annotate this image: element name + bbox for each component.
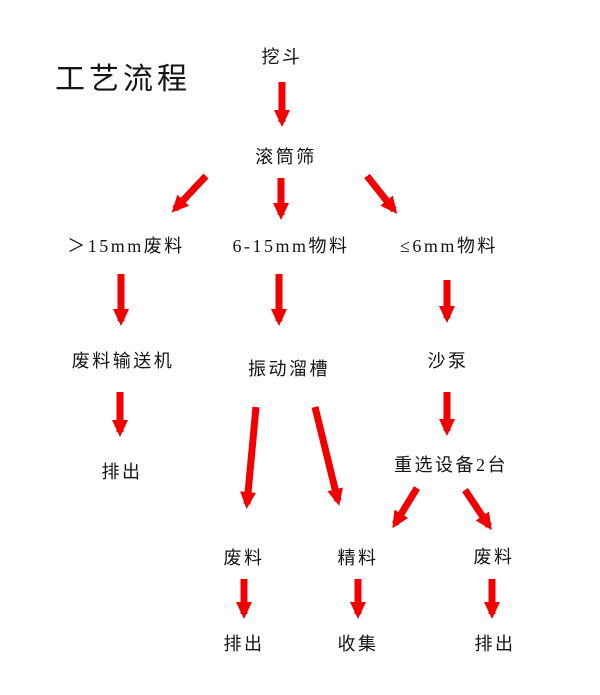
page-title: 工艺流程 <box>55 63 191 96</box>
node-sand-pump: 沙泵 <box>427 351 469 371</box>
node-waste-conveyor: 废料输送机 <box>71 351 175 371</box>
node-concentrate: 精料 <box>337 548 379 568</box>
arrow-vibrating-chute-to-waste-left <box>240 406 260 509</box>
node-over-15mm-waste: ＞15mm废料 <box>67 236 185 256</box>
node-bucket: 挖斗 <box>261 47 303 67</box>
node-under-6mm: ≤6mm物料 <box>400 236 498 256</box>
node-waste-left: 废料 <box>223 548 265 568</box>
node-discharge-2: 排出 <box>223 634 265 654</box>
arrow-gravity-separators-to-waste-right <box>462 488 492 531</box>
node-gravity-separators: 重选设备2台 <box>394 455 508 475</box>
node-collect: 收集 <box>337 634 379 654</box>
node-mid-6-15mm: 6-15mm物料 <box>232 236 350 256</box>
node-drum-screen: 滚筒筛 <box>255 147 317 167</box>
arrow-drum-screen-to-under-6mm <box>364 173 398 214</box>
arrow-vibrating-chute-to-concentrate <box>311 406 343 506</box>
node-discharge-3: 排出 <box>474 634 516 654</box>
node-vibrating-chute: 振动溜槽 <box>248 359 330 379</box>
node-discharge-1: 排出 <box>101 462 143 482</box>
arrow-drum-screen-to-over-15mm-waste <box>171 173 209 213</box>
node-waste-right: 废料 <box>473 547 515 567</box>
arrow-gravity-separators-to-concentrate <box>392 486 420 529</box>
